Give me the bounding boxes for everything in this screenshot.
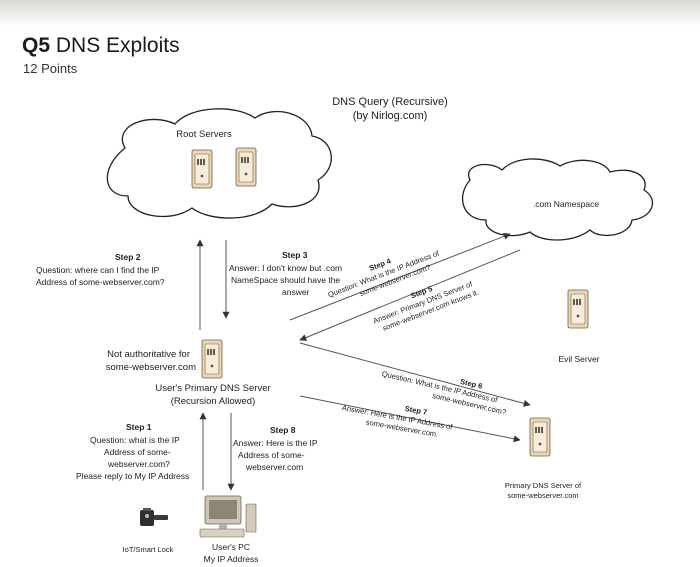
primary-dns-server bbox=[529, 417, 551, 457]
step1-line2: Address of some- bbox=[104, 447, 171, 457]
step1-line3: webserver.com? bbox=[107, 459, 170, 469]
not-authoritative-label: Not authoritative for bbox=[107, 349, 190, 360]
step3-line1: Answer: I don't know but .com bbox=[229, 263, 342, 273]
not-authoritative-label-sub: some-webserver.com bbox=[106, 362, 196, 373]
step1-title: Step 1 bbox=[126, 422, 152, 432]
step8-line3: webserver.com bbox=[245, 462, 303, 472]
diagram-heading: DNS Query (Recursive) bbox=[332, 96, 448, 108]
question-number: Q5 bbox=[22, 34, 51, 57]
step2-line1: Question: where can I find the IP bbox=[36, 265, 160, 275]
users-dns-label: User's Primary DNS Server bbox=[155, 383, 270, 394]
users-dns-label-sub: (Recursion Allowed) bbox=[171, 396, 255, 407]
step8-line1: Answer: Here is the IP bbox=[233, 438, 318, 448]
question-points: 12 Points bbox=[23, 61, 78, 76]
evil-server bbox=[567, 289, 589, 329]
diagram-heading-sub: (by Nirlog.com) bbox=[353, 110, 428, 122]
evil-server-label: Evil Server bbox=[558, 354, 599, 364]
step3-line2: NameSpace should have the bbox=[231, 275, 340, 285]
root-servers-cloud bbox=[106, 108, 332, 219]
users-pc-label-sub: My IP Address bbox=[204, 554, 259, 564]
step5-arrow bbox=[299, 249, 521, 341]
page-top-shadow bbox=[0, 0, 700, 26]
com-namespace-cloud bbox=[461, 158, 654, 241]
primary-dns-label-sub: some-webserver.com bbox=[507, 491, 578, 500]
root-server-1 bbox=[191, 149, 213, 189]
step2-title: Step 2 bbox=[115, 252, 141, 262]
step7-title: Step 7 bbox=[404, 404, 428, 417]
step6-group: Step 6 Question: What is the IP Address … bbox=[381, 369, 507, 417]
users-dns-server bbox=[201, 339, 223, 379]
step8-title: Step 8 bbox=[270, 425, 296, 435]
step3-title: Step 3 bbox=[282, 250, 308, 260]
com-namespace-label: .com Namespace bbox=[533, 199, 599, 209]
step1-line1: Question: what is the IP bbox=[90, 435, 180, 445]
step8-line2: Address of some- bbox=[238, 450, 305, 460]
users-pc-label: User's PC bbox=[212, 542, 250, 552]
root-server-2 bbox=[235, 147, 257, 187]
pc-icon bbox=[199, 495, 257, 538]
step4-arrow bbox=[289, 233, 511, 321]
primary-dns-label: Primary DNS Server of bbox=[505, 481, 582, 490]
smart-lock-icon bbox=[140, 508, 168, 526]
question-title-text: DNS Exploits bbox=[55, 34, 180, 57]
root-servers-label: Root Servers bbox=[176, 129, 232, 140]
step7-arrow bbox=[299, 395, 521, 443]
step1-line4: Please reply to My IP Address bbox=[76, 471, 189, 481]
step6-arrow bbox=[299, 342, 531, 407]
question-title: Q5 DNS Exploits bbox=[22, 34, 180, 58]
iot-lock-label: IoT/Smart Lock bbox=[123, 545, 174, 554]
step3-line3: answer bbox=[282, 287, 310, 297]
step2-line2: Address of some-webserver.com? bbox=[36, 277, 165, 287]
